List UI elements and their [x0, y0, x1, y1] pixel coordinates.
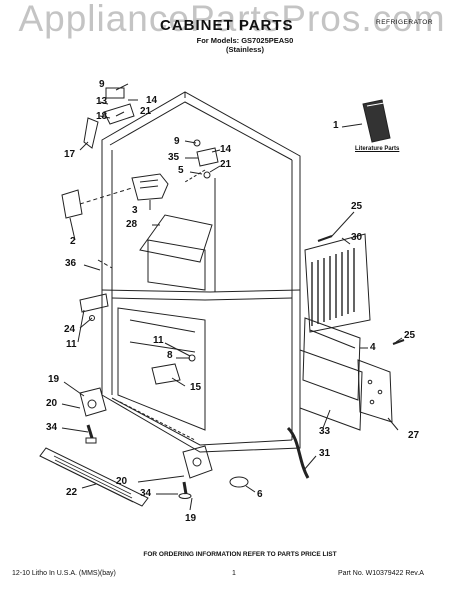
- callout-36: 36: [65, 258, 77, 269]
- callout-25: 25: [351, 201, 363, 212]
- callout-2: 2: [70, 236, 76, 247]
- callout-9: 9: [99, 79, 105, 90]
- callout-5: 5: [178, 165, 184, 176]
- callout-13: 13: [96, 96, 108, 107]
- callout-21: 21: [140, 106, 152, 117]
- callout-31: 31: [319, 448, 331, 459]
- callout-28: 28: [126, 219, 138, 230]
- callout-24: 24: [64, 324, 76, 335]
- part-number: Part No. W10379422 Rev.A: [338, 570, 424, 577]
- callout-14: 14: [146, 95, 158, 106]
- callout-9b: 9: [174, 136, 180, 147]
- callout-11: 11: [66, 339, 77, 350]
- callout-20b: 20: [116, 476, 128, 487]
- callout-3: 3: [132, 205, 138, 216]
- literature-booklet: [362, 99, 391, 143]
- rear-grille-30: [304, 233, 371, 333]
- callout-15: 15: [190, 382, 202, 393]
- callout-18: 18: [96, 111, 108, 122]
- callout-25b: 25: [404, 330, 416, 341]
- callout-21b: 21: [220, 159, 232, 170]
- callout-17: 17: [64, 149, 76, 160]
- callout-4: 4: [370, 342, 376, 353]
- callout-11b: 11: [153, 335, 164, 346]
- callout-6: 6: [257, 489, 263, 500]
- callout-1: 1: [333, 120, 339, 131]
- callout-19: 19: [48, 374, 60, 385]
- cabinet-shell: [101, 91, 301, 453]
- page-title: CABINET PARTS: [160, 17, 294, 34]
- ordering-note: FOR ORDERING INFORMATION REFER TO PARTS …: [143, 551, 337, 558]
- page-number: 1: [232, 570, 236, 577]
- callout-19b: 19: [185, 513, 197, 524]
- models-text: For Models: GS7025PEAS0 (Stainless): [190, 36, 300, 54]
- callout-20: 20: [46, 398, 58, 409]
- hinge-part-13: [105, 87, 125, 99]
- litho-text: 12-10 Litho In U.S.A. (MMS)(bay): [12, 570, 116, 577]
- callout-34: 34: [46, 422, 58, 433]
- callout-8: 8: [167, 350, 173, 361]
- literature-parts-label: Literature Parts: [355, 146, 400, 152]
- models-line-2: (Stainless): [226, 45, 264, 54]
- callout-14b: 14: [220, 144, 232, 155]
- callout-27: 27: [408, 430, 420, 441]
- callout-35: 35: [168, 152, 180, 163]
- callout-30: 30: [351, 232, 363, 243]
- control-box-2: [61, 189, 83, 219]
- callout-33: 33: [319, 426, 331, 437]
- category-label: REFRIGERATOR: [376, 19, 434, 26]
- models-line-1: For Models: GS7025PEAS0: [196, 36, 294, 45]
- callout-22: 22: [66, 487, 78, 498]
- callout-34b: 34: [140, 488, 152, 499]
